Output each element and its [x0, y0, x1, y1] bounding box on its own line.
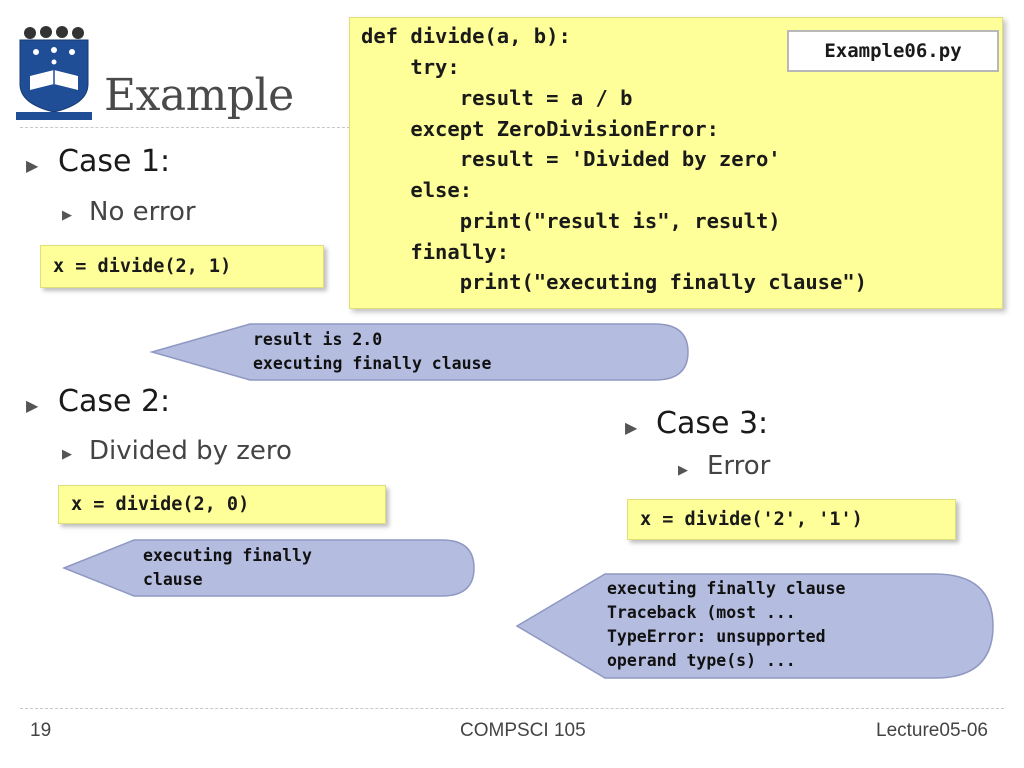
- case-2-output-line: clause: [143, 570, 203, 589]
- code-line: print("executing finally clause"): [361, 270, 868, 294]
- case-2-output-line: executing finally: [143, 546, 312, 565]
- code-line: result = a / b: [361, 86, 633, 110]
- case-3-subheading: Error: [707, 451, 771, 481]
- case-3-output-line: Traceback (most ...: [607, 603, 796, 622]
- sub-bullet-arrow-icon: ▶: [678, 462, 688, 477]
- case-3-heading: Case 3:: [656, 406, 769, 441]
- lecture-label: Lecture05-06: [876, 720, 988, 741]
- case-3-output-line: operand type(s) ...: [607, 651, 796, 670]
- code-line: def divide(a, b):: [361, 24, 571, 48]
- code-line: except ZeroDivisionError:: [361, 117, 719, 141]
- case-1-output-line: result is 2.0: [253, 330, 383, 349]
- bullet-arrow-icon: ▶: [625, 420, 638, 437]
- kiwi-birds-icon: [24, 26, 84, 39]
- university-crest-logo: [16, 24, 92, 120]
- title-divider: [20, 127, 350, 128]
- bullet-arrow-icon: ▶: [26, 398, 39, 415]
- case-2-subheading: Divided by zero: [89, 436, 292, 466]
- code-line: print("result is", result): [361, 209, 781, 233]
- case-1-output-callout: [149, 323, 689, 381]
- case-1-output-line: executing finally clause: [253, 354, 492, 373]
- case-2-heading: Case 2:: [58, 384, 171, 419]
- code-line: finally:: [361, 240, 510, 264]
- slide-title: Example: [104, 70, 294, 121]
- case-2-output-callout: [61, 539, 475, 597]
- sub-bullet-arrow-icon: ▶: [62, 446, 72, 461]
- sub-bullet-arrow-icon: ▶: [62, 207, 72, 222]
- footer-divider: [20, 708, 1004, 709]
- case-3-output-line: TypeError: unsupported: [607, 627, 826, 646]
- case-3-call: x = divide('2', '1'): [627, 499, 956, 540]
- case-3-output-callout: [515, 573, 994, 679]
- case-1-call: x = divide(2, 1): [40, 245, 324, 288]
- code-line: try:: [361, 55, 460, 79]
- case-1-heading: Case 1:: [58, 144, 171, 179]
- code-filename-label: Example06.py: [787, 30, 999, 72]
- course-label: COMPSCI 105: [460, 720, 586, 741]
- bullet-arrow-icon: ▶: [26, 158, 39, 175]
- case-1-subheading: No error: [89, 197, 196, 227]
- case-3-output-line: executing finally clause: [607, 579, 846, 598]
- code-line: result = 'Divided by zero': [361, 147, 781, 171]
- case-2-call: x = divide(2, 0): [58, 485, 386, 524]
- code-line: else:: [361, 178, 473, 202]
- page-number: 19: [30, 720, 52, 741]
